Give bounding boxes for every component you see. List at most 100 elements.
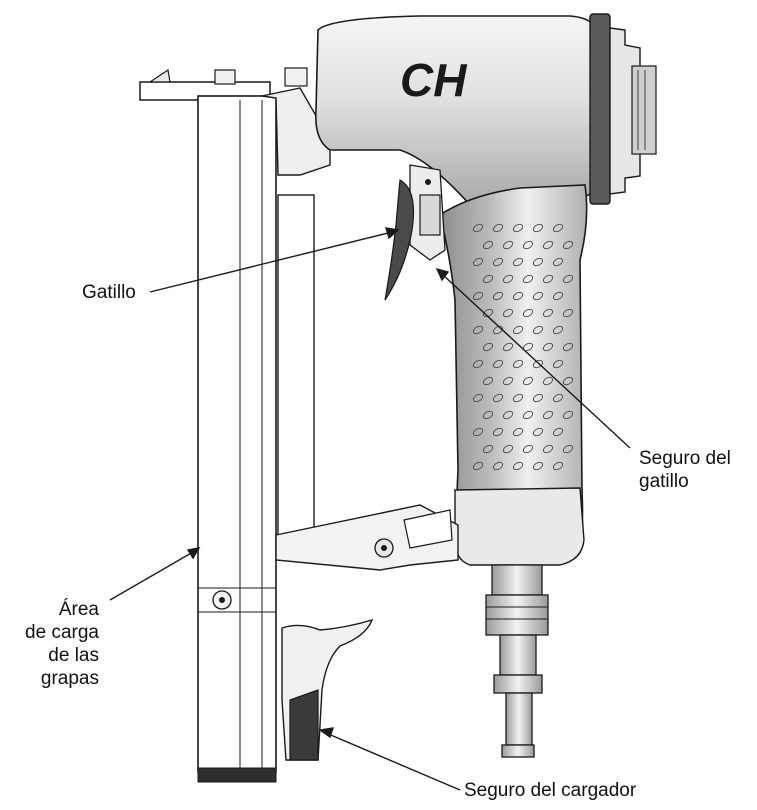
grip-dimple bbox=[502, 342, 514, 352]
brand-logo: CH bbox=[400, 54, 467, 106]
grip-dimple bbox=[492, 359, 504, 369]
grip-dimple bbox=[482, 410, 494, 420]
grip-dimple bbox=[472, 257, 484, 267]
grip-dimple bbox=[562, 274, 574, 284]
label-magazine-latch: Seguro del cargador bbox=[464, 780, 637, 801]
grip-dimple bbox=[532, 461, 544, 471]
grip-dimple bbox=[552, 223, 564, 233]
grip-dimple bbox=[552, 257, 564, 267]
grip-dimple bbox=[482, 308, 494, 318]
grip-dimple bbox=[522, 444, 534, 454]
logo-text: CH bbox=[400, 54, 467, 106]
grip-dimple bbox=[472, 325, 484, 335]
latch-icon bbox=[289, 689, 319, 761]
grip-dimple bbox=[562, 240, 574, 250]
grip-dimple bbox=[562, 410, 574, 420]
grip-dimple bbox=[482, 240, 494, 250]
grip-dimple bbox=[552, 325, 564, 335]
grip-dimple bbox=[482, 444, 494, 454]
grip-dimple bbox=[522, 308, 534, 318]
grip-dimple bbox=[502, 376, 514, 386]
grip-dimple bbox=[532, 393, 544, 403]
magazine-latch bbox=[281, 618, 374, 761]
grip-dimple bbox=[512, 325, 524, 335]
trigger-icon bbox=[384, 179, 415, 301]
grip-dimple bbox=[492, 427, 504, 437]
grip-dimple bbox=[492, 257, 504, 267]
label-trigger-lock: Seguro del gatillo bbox=[639, 447, 731, 493]
label-load-area: Área de carga de las grapas bbox=[20, 598, 99, 690]
grip-dimple bbox=[542, 274, 554, 284]
grip-dimple bbox=[542, 410, 554, 420]
grip-dimple bbox=[502, 274, 514, 284]
grip-dimple bbox=[472, 427, 484, 437]
grip-dimple bbox=[482, 376, 494, 386]
arrowhead-trigger-lock bbox=[435, 267, 450, 282]
grip-dimple bbox=[512, 223, 524, 233]
grip-dimple bbox=[482, 274, 494, 284]
grip-dimple bbox=[542, 444, 554, 454]
arrowhead-load-area bbox=[186, 547, 201, 560]
grip-dimple bbox=[502, 410, 514, 420]
grip-dimple bbox=[532, 291, 544, 301]
grip bbox=[439, 184, 588, 566]
grip-dimple bbox=[492, 393, 504, 403]
leader-magazine-latch bbox=[325, 732, 461, 791]
grip-dimple bbox=[532, 325, 544, 335]
air-fitting bbox=[485, 564, 549, 758]
grip-dimple bbox=[562, 444, 574, 454]
grip-dimple bbox=[512, 257, 524, 267]
grip-dimple bbox=[472, 393, 484, 403]
grip-texture bbox=[472, 223, 574, 471]
grip-dimple bbox=[552, 393, 564, 403]
grip-dimple bbox=[532, 257, 544, 267]
grip-dimple bbox=[552, 427, 564, 437]
grip-dimple bbox=[522, 274, 534, 284]
grip-dimple bbox=[492, 325, 504, 335]
leader-load-area bbox=[109, 551, 194, 601]
label-load-area-line4: grapas bbox=[40, 668, 99, 689]
grip-dimple bbox=[542, 376, 554, 386]
head-housing bbox=[314, 13, 657, 206]
leader-trigger bbox=[149, 231, 393, 293]
grip-dimple bbox=[542, 240, 554, 250]
grip-dimple bbox=[502, 240, 514, 250]
arrowhead-magazine-latch bbox=[318, 727, 335, 739]
magazine bbox=[197, 95, 315, 783]
grip-dimple bbox=[532, 223, 544, 233]
grip-dimple bbox=[502, 444, 514, 454]
label-load-area-line1: Área bbox=[58, 599, 99, 620]
label-trigger-lock-line2: gatillo bbox=[639, 471, 689, 492]
grip-dimple bbox=[552, 461, 564, 471]
grip-dimple bbox=[512, 291, 524, 301]
label-load-area-line3: de las bbox=[48, 645, 99, 666]
grip-dimple bbox=[562, 342, 574, 352]
grip-dimple bbox=[542, 342, 554, 352]
arrowhead-trigger bbox=[385, 227, 400, 240]
grip-dimple bbox=[522, 240, 534, 250]
grip-dimple bbox=[512, 461, 524, 471]
grip-dimple bbox=[492, 291, 504, 301]
grip-dimple bbox=[512, 427, 524, 437]
grip-dimple bbox=[472, 359, 484, 369]
grip-dimple bbox=[472, 291, 484, 301]
leader-trigger-lock bbox=[441, 273, 631, 449]
grip-dimple bbox=[562, 376, 574, 386]
leader-lines bbox=[109, 227, 631, 791]
grip-dimple bbox=[482, 342, 494, 352]
grip-dimple bbox=[472, 223, 484, 233]
trigger-lock-icon bbox=[419, 194, 441, 236]
grip-dimple bbox=[512, 393, 524, 403]
trigger-assembly bbox=[384, 164, 446, 301]
grip-dimple bbox=[502, 308, 514, 318]
linkage-arm bbox=[275, 504, 459, 571]
grip-dimple bbox=[492, 223, 504, 233]
grip-dimple bbox=[542, 308, 554, 318]
grip-dimple bbox=[562, 308, 574, 318]
label-trigger: Gatillo bbox=[82, 282, 136, 303]
label-trigger-lock-line1: Seguro del bbox=[639, 448, 731, 469]
grip-dimple bbox=[522, 376, 534, 386]
grip-dimple bbox=[512, 359, 524, 369]
